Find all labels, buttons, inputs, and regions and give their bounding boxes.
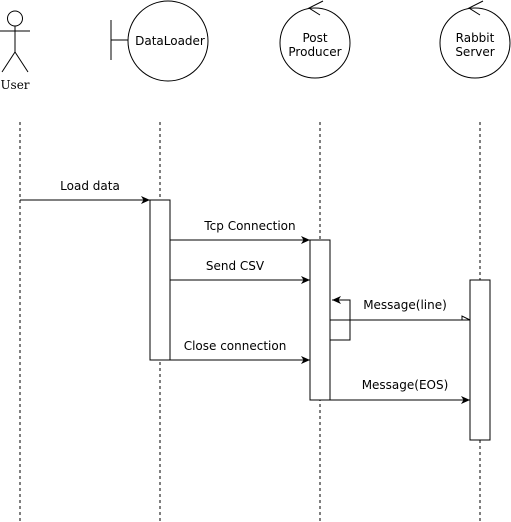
participant-label: DataLoader: [135, 34, 205, 48]
message-load-data[interactable]: Load data: [20, 179, 150, 204]
message-send-csv[interactable]: Send CSV: [170, 259, 310, 284]
participant-label-line-2: Producer: [288, 45, 341, 59]
participant-post-producer[interactable]: Post Producer: [279, 0, 351, 79]
message-tcp-connection[interactable]: Tcp Connection: [170, 219, 310, 244]
message-line[interactable]: Message(line): [330, 298, 471, 321]
message-label: Message(line): [363, 298, 447, 312]
message-label: Send CSV: [206, 259, 265, 273]
message-eos[interactable]: Message(EOS): [330, 378, 470, 404]
message-close-connection[interactable]: Close connection: [170, 339, 310, 364]
participant-dataloader[interactable]: DataLoader: [110, 0, 209, 82]
participant-user[interactable]: User: [0, 10, 30, 92]
participant-label-line-1: Rabbit: [456, 31, 495, 45]
actor-icon: [0, 10, 30, 73]
message-label: Tcp Connection: [203, 219, 295, 233]
message-label: Message(EOS): [362, 378, 449, 392]
boundary-icon: [110, 0, 209, 82]
message-label: Load data: [60, 179, 120, 193]
control-icon: [439, 0, 511, 79]
participant-label: User: [0, 78, 29, 92]
message-label: Close connection: [184, 339, 287, 353]
activation-dataloader: [149, 199, 171, 361]
activation-rabbit-server: [469, 279, 491, 441]
activation-post-producer: [309, 239, 331, 401]
participant-label-line-2: Server: [455, 45, 494, 59]
participant-label-line-1: Post: [302, 31, 327, 45]
participant-rabbit-server[interactable]: Rabbit Server: [439, 0, 511, 79]
control-icon: [279, 0, 351, 79]
open-arrowhead-icon: [461, 315, 471, 321]
